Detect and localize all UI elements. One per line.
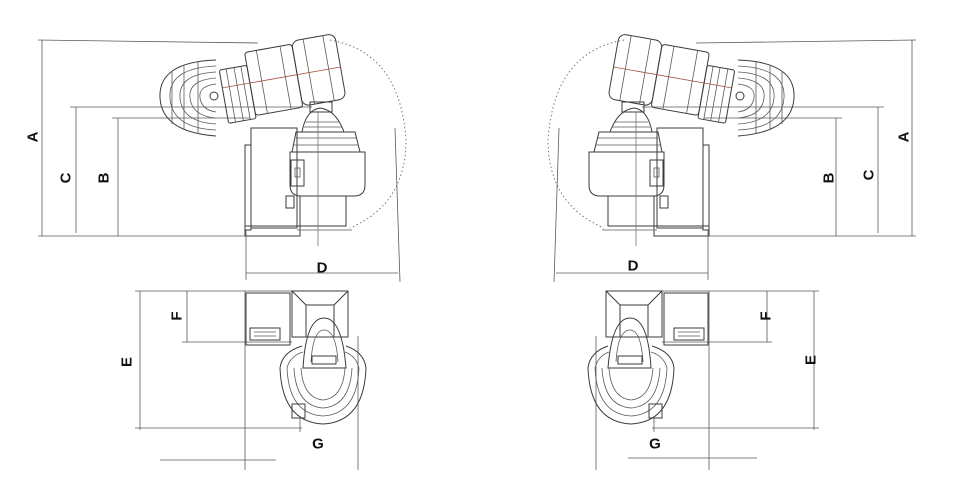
handle-axis-line [222,66,341,89]
housing-stem [299,195,347,227]
bellows [159,59,219,137]
right-elevation-view [547,33,917,283]
housing-chamfer [291,290,349,337]
left-label-c: C [58,172,75,183]
right-label-b: B [821,172,838,183]
left-label-e: E [119,357,136,367]
mounting-plate [250,127,298,229]
extension-line-d-right [394,127,401,283]
bellows-knob [291,403,306,419]
travel-arc [329,39,407,229]
left-label-a: A [25,131,42,142]
tilted-handle [219,34,346,124]
right-label-e: E [803,355,820,365]
housing-collar [291,131,361,153]
right-plan-view [587,290,820,471]
right-label-d: D [628,258,639,275]
handle-top [302,317,347,369]
connector-pin [294,167,301,178]
right-label-g: G [649,436,661,453]
plate-connector [249,327,281,341]
right-label-c: C [861,169,878,180]
handle-inner [310,329,339,363]
grip-lines-lower [255,46,292,114]
stem-connector [285,195,295,209]
housing-dome [301,107,345,133]
handle-base [311,355,337,365]
mounting-base [244,225,301,237]
side-connector [290,159,305,187]
handle-neck [309,101,333,113]
collar-ribs [225,66,251,123]
dome-rings [304,121,342,128]
collar-rings [294,137,358,146]
connector-lines [254,331,276,337]
left-label-d: D [317,260,328,277]
mounting-flange [244,144,252,231]
right-label-a: A [896,131,913,142]
handle-grip-upper [291,34,346,106]
bellows-knob [209,91,219,101]
right-label-f: F [758,311,775,320]
housing-body [289,151,366,197]
housing-top [291,290,349,338]
extension-line-a-top [37,39,259,44]
grip-lines-upper [302,35,335,105]
bellows-top [279,345,367,425]
left-label-f: F [169,311,186,320]
left-elevation-view [37,34,407,283]
plate-top [245,292,291,346]
left-label-b: B [96,172,113,183]
left-label-g: G [312,436,324,453]
handle-collar [219,65,257,124]
left-plan-view [135,290,367,470]
